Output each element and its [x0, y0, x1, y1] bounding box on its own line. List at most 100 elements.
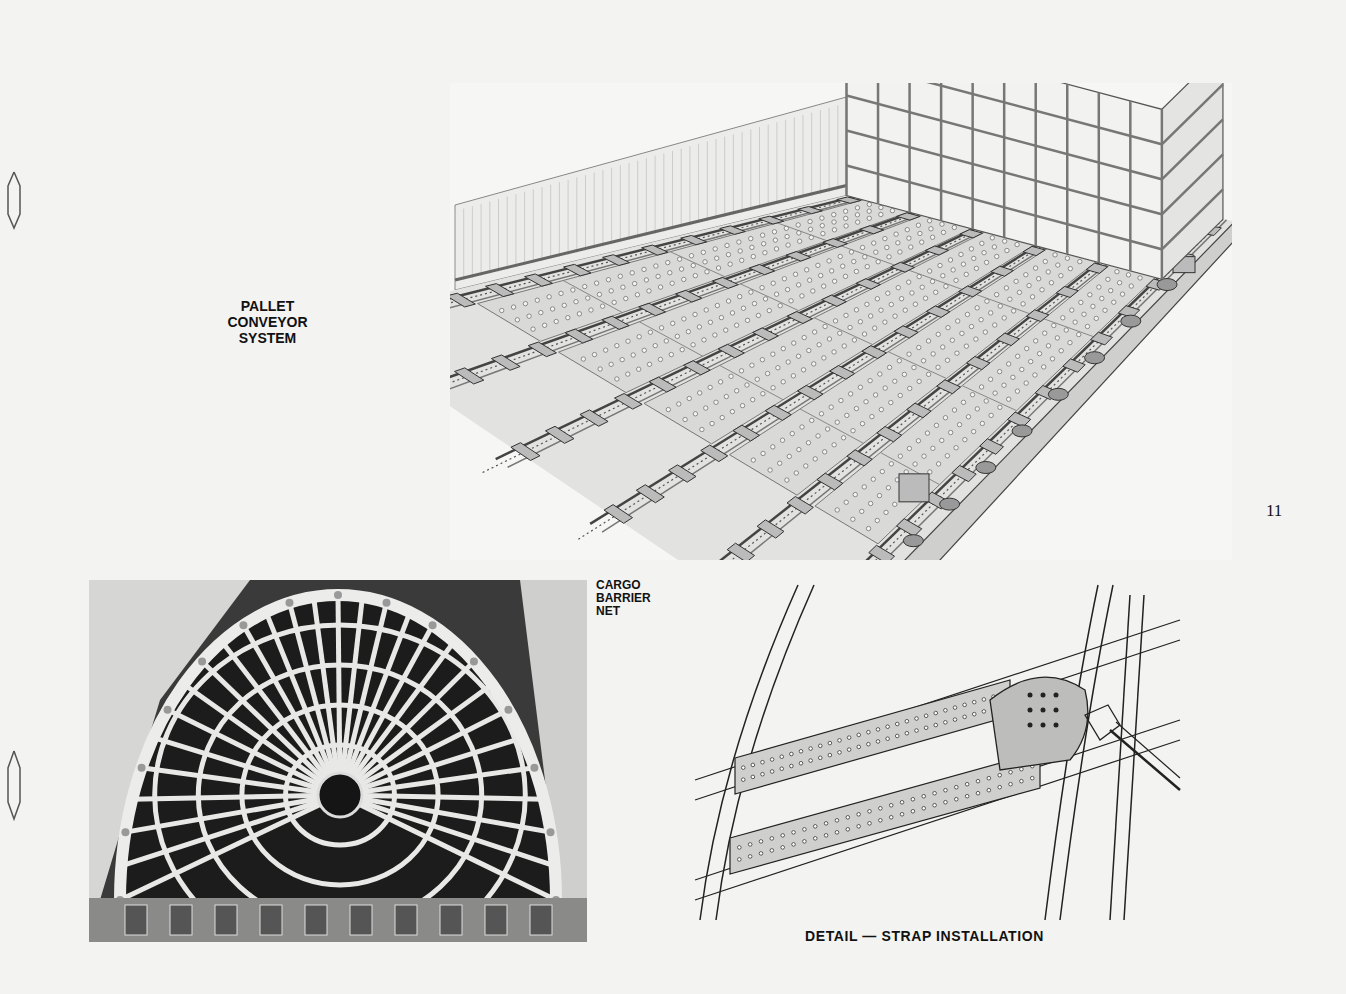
roller: [969, 247, 973, 251]
rail-lock: [580, 410, 608, 426]
roller: [844, 216, 848, 220]
wall-panel-line: [768, 125, 769, 207]
roller: [879, 212, 883, 216]
roller: [1037, 351, 1041, 355]
roller: [982, 250, 986, 254]
roller: [883, 386, 887, 390]
roller: [896, 241, 900, 245]
roller: [835, 420, 839, 424]
roller: [648, 330, 652, 334]
roller: [632, 281, 636, 285]
roller: [865, 264, 869, 268]
roller: [855, 206, 859, 210]
strip-hole: [879, 806, 883, 810]
roller: [885, 245, 889, 249]
roller: [873, 393, 877, 397]
roller: [1079, 300, 1083, 304]
pallet-net-strap: [1129, 101, 1132, 271]
wall-panel-line: [594, 173, 595, 249]
roller: [1017, 290, 1021, 294]
roller: [963, 437, 967, 441]
roller: [689, 254, 693, 258]
roller: [778, 303, 782, 307]
roller: [761, 451, 765, 455]
frame-fitting: [530, 764, 538, 772]
roller: [714, 400, 718, 404]
roller: [680, 347, 684, 351]
rail-lock: [860, 226, 884, 234]
roller: [637, 335, 641, 339]
roller: [571, 288, 575, 292]
wall-panel-line: [785, 120, 786, 202]
rail-lock: [720, 226, 745, 235]
roller: [931, 446, 935, 450]
rail-lock: [525, 274, 553, 286]
floor-edge: [695, 640, 1180, 800]
rail-lock: [565, 329, 593, 343]
roller: [907, 352, 911, 356]
roller: [864, 400, 868, 404]
floor-fitting: [440, 905, 462, 935]
roller: [927, 269, 931, 273]
rail-lock: [959, 286, 982, 297]
plate-hole: [1028, 693, 1033, 698]
rail-lock: [684, 361, 711, 375]
roller: [1046, 270, 1050, 274]
roller: [782, 277, 786, 281]
rail-lock: [926, 306, 950, 317]
guide-cutout: [903, 535, 923, 547]
roller: [691, 343, 695, 347]
roller: [868, 501, 872, 505]
roller: [817, 343, 821, 347]
roller: [527, 314, 531, 318]
pallet-net-strap: [1034, 83, 1037, 246]
roller: [700, 427, 704, 431]
guide-cutout: [976, 462, 996, 474]
roller: [682, 277, 686, 281]
roller: [966, 415, 970, 419]
roller: [887, 365, 891, 369]
roller: [615, 377, 619, 381]
roller: [917, 379, 921, 383]
strip-hole: [770, 770, 774, 774]
roller: [796, 283, 800, 287]
roller: [851, 429, 855, 433]
roller: [745, 383, 749, 387]
roller: [854, 406, 858, 410]
roller: [889, 462, 893, 466]
wall-panel-line: [811, 113, 812, 196]
roller: [669, 352, 673, 356]
roller: [950, 338, 954, 342]
strip-hole: [770, 837, 774, 841]
conveyor-illustration: [450, 83, 1232, 560]
floor-fitting: [350, 905, 372, 935]
roller: [781, 380, 785, 384]
strip-hole: [835, 819, 839, 823]
wall-panel-line: [733, 134, 734, 215]
panel-joint: [740, 284, 798, 311]
roller: [741, 306, 745, 310]
rail-lock: [817, 473, 843, 490]
net-straps: [120, 595, 556, 942]
page-number: 11: [1266, 502, 1282, 521]
roller: [868, 314, 872, 318]
strip-hole: [738, 846, 742, 850]
roller: [791, 374, 795, 378]
strip-hole: [889, 803, 893, 807]
strip-hole: [748, 855, 752, 859]
roller: [697, 391, 701, 395]
roller: [786, 360, 790, 364]
roller: [969, 324, 973, 328]
roller: [1070, 308, 1074, 312]
rail-lock: [937, 380, 961, 394]
roller: [852, 259, 856, 263]
roller: [773, 238, 777, 242]
roller: [703, 260, 707, 264]
roller: [959, 252, 963, 256]
strip-hole: [915, 717, 919, 721]
roller: [934, 290, 938, 294]
roller: [878, 372, 882, 376]
roller: [820, 216, 824, 220]
pallet-net-strap: [1003, 83, 1006, 237]
strip-hole: [976, 791, 980, 795]
